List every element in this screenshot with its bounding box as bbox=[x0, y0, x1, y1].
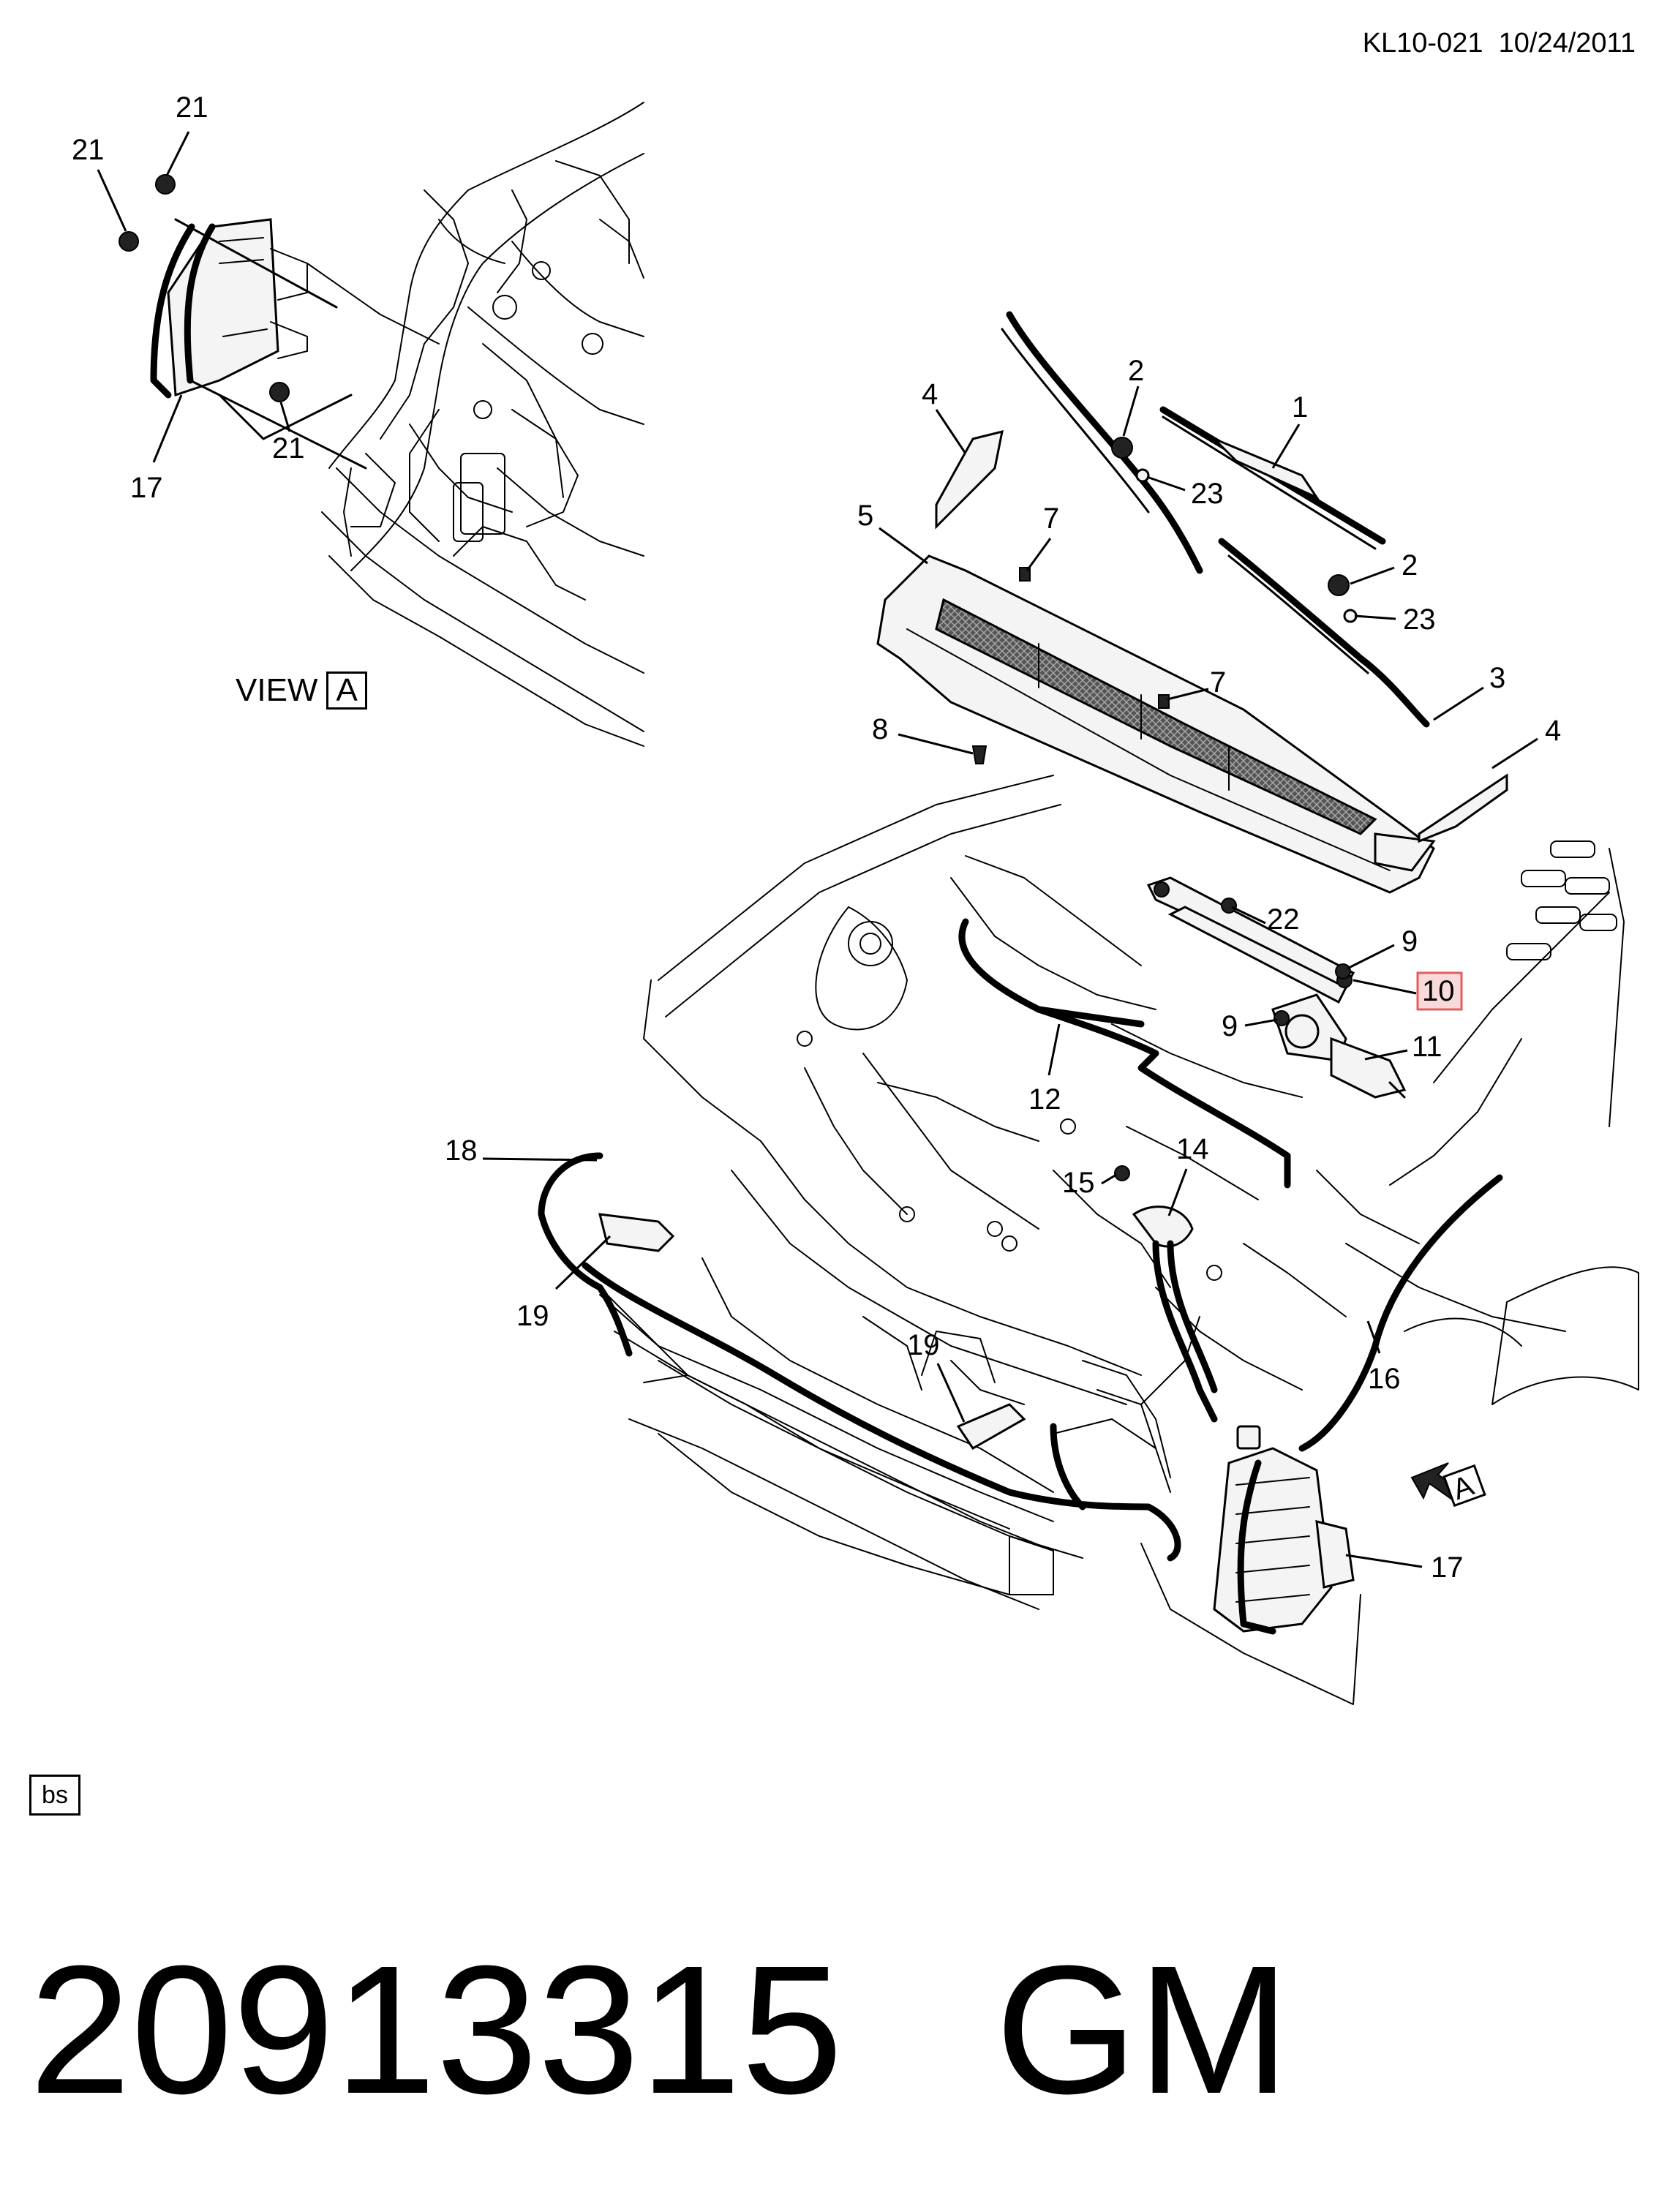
push-pin-8 bbox=[971, 745, 988, 764]
bs-tag: bs bbox=[29, 1775, 80, 1816]
callout-9-lower: 9 bbox=[1222, 1010, 1238, 1042]
washer-reservoir bbox=[1213, 1425, 1355, 1635]
inset-nut-21-bottom bbox=[269, 382, 290, 402]
inset-callout-21-bottom: 21 bbox=[272, 432, 305, 464]
highlight-box-10 bbox=[1416, 971, 1463, 1011]
callout-18: 18 bbox=[445, 1135, 478, 1167]
washer-filler-neck bbox=[1132, 1205, 1218, 1423]
wiper-motor bbox=[1271, 993, 1407, 1099]
washer-hose-18 bbox=[538, 1152, 633, 1357]
document-reference: KL10-021 10/24/2011 bbox=[1363, 28, 1636, 59]
callout-5: 5 bbox=[857, 500, 873, 532]
washer-hose-12 bbox=[958, 918, 1291, 1189]
callout-2-upper: 2 bbox=[1128, 355, 1144, 387]
callout-19-left: 19 bbox=[516, 1300, 549, 1332]
washer-nozzle-19-right bbox=[956, 1403, 1026, 1450]
nut-22 bbox=[1221, 898, 1237, 914]
inset-body-structure bbox=[321, 102, 644, 747]
callout-15: 15 bbox=[1062, 1167, 1095, 1199]
leader-lines bbox=[482, 385, 1538, 1568]
part-number: 20913315 bbox=[29, 1927, 843, 2132]
inset-view-a: 21 21 21 17 bbox=[72, 91, 644, 747]
bolt-9-upper bbox=[1335, 963, 1351, 979]
bolt-15 bbox=[1114, 1165, 1130, 1181]
cowl-panel bbox=[876, 554, 1436, 894]
inset-callout-17: 17 bbox=[130, 472, 163, 504]
callout-14: 14 bbox=[1176, 1133, 1209, 1165]
washer-hose-16 bbox=[1298, 1174, 1503, 1452]
nut-cap-2-lower bbox=[1328, 574, 1350, 596]
callout-8: 8 bbox=[872, 713, 888, 745]
clip-7-upper bbox=[1019, 567, 1031, 582]
cowl-seal-right bbox=[1418, 773, 1508, 843]
callout-10: 10 bbox=[1422, 975, 1455, 1007]
engine-bay-structure bbox=[599, 775, 1639, 1610]
manufacturer: GM bbox=[995, 1927, 1290, 2132]
callout-2-lower: 2 bbox=[1402, 549, 1418, 582]
callout-3: 3 bbox=[1489, 662, 1505, 694]
wiper-blade bbox=[1159, 406, 1386, 550]
document-date: 10/24/2011 bbox=[1498, 28, 1636, 59]
washer-23-lower bbox=[1343, 609, 1358, 623]
callout-11: 11 bbox=[1412, 1031, 1442, 1063]
callout-23-upper: 23 bbox=[1191, 478, 1224, 510]
cowl-seal-left bbox=[935, 429, 1004, 530]
callout-22: 22 bbox=[1267, 903, 1300, 936]
callout-16: 16 bbox=[1368, 1363, 1401, 1395]
inset-nut-21-top bbox=[155, 174, 176, 195]
callout-7-upper: 7 bbox=[1043, 503, 1059, 535]
clip-7-lower bbox=[1158, 694, 1170, 709]
callout-7-lower: 7 bbox=[1210, 666, 1226, 699]
document-ref-code: KL10-021 bbox=[1362, 28, 1483, 59]
callout-19-right: 19 bbox=[907, 1329, 940, 1361]
inset-callout-21-top: 21 bbox=[176, 91, 208, 124]
washer-23-upper bbox=[1135, 468, 1150, 483]
wiper-transmission bbox=[1146, 876, 1355, 1004]
view-id-box: A bbox=[326, 672, 367, 710]
inset-nut-21-left bbox=[118, 231, 139, 252]
view-label-text: VIEW bbox=[236, 672, 318, 708]
callout-17: 17 bbox=[1431, 1551, 1464, 1584]
nut-cap-2-upper bbox=[1111, 437, 1133, 459]
inset-callout-21-left: 21 bbox=[72, 134, 105, 166]
inset-washer-reservoir bbox=[150, 218, 440, 470]
callout-23-lower: 23 bbox=[1403, 603, 1436, 636]
wiper-arm-right bbox=[1218, 538, 1430, 728]
main-exploded-view: A bbox=[445, 311, 1639, 1705]
washer-hose-main bbox=[582, 1262, 1181, 1562]
bolt-9-lower bbox=[1274, 1010, 1290, 1026]
part-number-title: 20913315 GM bbox=[29, 1938, 1290, 2121]
wiper-arm-left bbox=[1001, 311, 1203, 574]
callout-1: 1 bbox=[1292, 391, 1308, 424]
callout-4-lower: 4 bbox=[1545, 715, 1561, 747]
callout-4-upper: 4 bbox=[922, 378, 938, 410]
callout-12: 12 bbox=[1028, 1083, 1061, 1116]
washer-nozzle-19-left bbox=[598, 1213, 675, 1252]
callout-9-upper: 9 bbox=[1402, 925, 1418, 958]
